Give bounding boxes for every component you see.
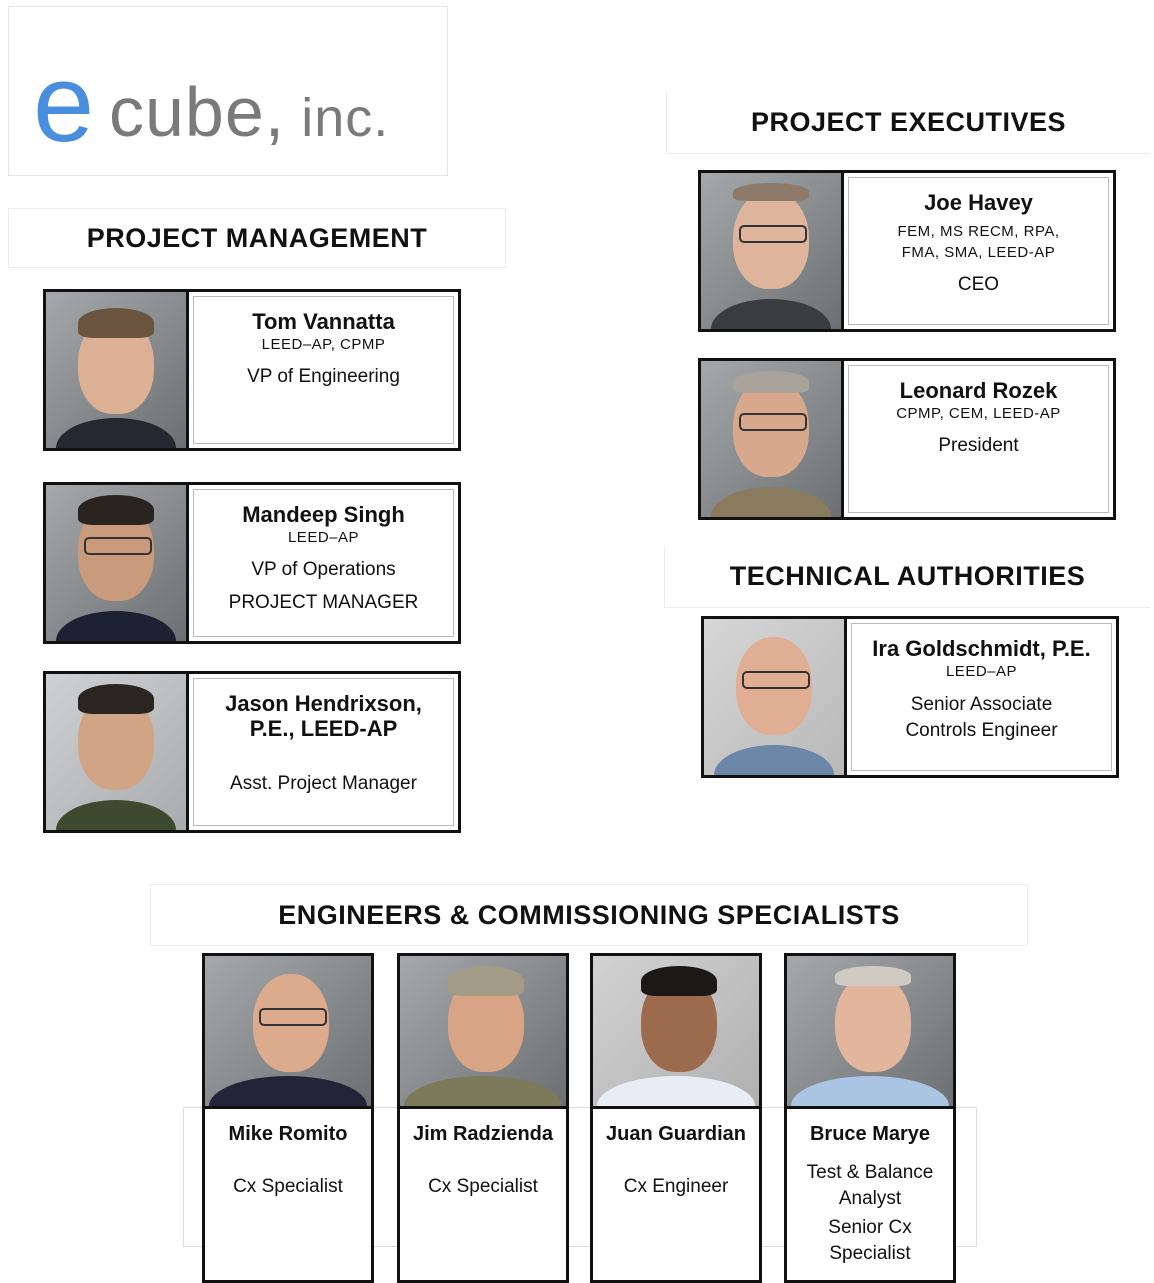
person-role-secondary: Controls Engineer xyxy=(905,719,1058,741)
person-info: Joe Havey FEM, MS RECM, RPA, FMA, SMA, L… xyxy=(848,177,1109,325)
person-photo xyxy=(46,292,189,448)
person-name: Bruce Marye xyxy=(809,1123,931,1145)
person-role: Cx Specialist xyxy=(428,1176,538,1197)
person-credentials: LEED–AP xyxy=(287,529,360,547)
person-photo xyxy=(704,619,847,775)
section-technical-authorities: TECHNICAL AUTHORITIES xyxy=(664,546,1150,608)
person-info: Jim Radzienda Cx Specialist xyxy=(400,1109,566,1200)
person-credentials: FEM, MS RECM, RPA, xyxy=(897,223,1060,241)
section-project-executives: PROJECT EXECUTIVES xyxy=(666,92,1150,154)
person-role: Test & Balance Analyst xyxy=(806,1162,934,1209)
person-card-jason-hendrixson: Jason Hendrixson, P.E., LEED-AP Asst. Pr… xyxy=(43,671,461,833)
person-name: Tom Vannatta xyxy=(252,309,395,334)
background-panel xyxy=(183,1107,977,1247)
person-name: Mike Romito xyxy=(228,1123,348,1145)
person-name: Jim Radzienda xyxy=(412,1123,554,1145)
person-name-line2: P.E., LEED-AP xyxy=(249,716,398,742)
person-role: Asst. Project Manager xyxy=(230,772,417,794)
person-name: Mandeep Singh xyxy=(242,502,405,527)
person-photo xyxy=(701,361,844,517)
person-photo xyxy=(400,956,566,1109)
person-card-juan-guardian: Juan Guardian Cx Engineer xyxy=(590,953,762,1283)
person-photo xyxy=(787,956,953,1109)
person-name: Joe Havey xyxy=(924,190,1033,215)
person-role-secondary: PROJECT MANAGER xyxy=(228,591,419,613)
person-card-mike-romito: Mike Romito Cx Specialist xyxy=(202,953,374,1283)
logo-wordmark: cube, inc. xyxy=(109,73,390,151)
logo-letter-e: e xyxy=(33,42,95,165)
person-role: President xyxy=(938,435,1019,457)
person-card-ira-goldschmidt: Ira Goldschmidt, P.E. LEED–AP Senior Ass… xyxy=(701,616,1119,778)
person-credentials: CPMP, CEM, LEED-AP xyxy=(896,405,1061,423)
person-photo xyxy=(701,173,844,329)
person-name: Jason Hendrixson, xyxy=(225,691,422,716)
person-card-bruce-marye: Bruce Marye Test & Balance Analyst Senio… xyxy=(784,953,956,1283)
section-engineers: ENGINEERS & COMMISSIONING SPECIALISTS xyxy=(150,884,1028,946)
person-info: Leonard Rozek CPMP, CEM, LEED-AP Preside… xyxy=(848,365,1109,513)
person-info: Mandeep Singh LEED–AP VP of Operations P… xyxy=(193,489,454,637)
company-logo: e cube, inc. xyxy=(8,6,448,176)
person-role: CEO xyxy=(957,274,1000,296)
person-photo xyxy=(593,956,759,1109)
person-name: Juan Guardian xyxy=(605,1123,747,1145)
section-project-management: PROJECT MANAGEMENT xyxy=(8,208,506,268)
person-card-leonard-rozek: Leonard Rozek CPMP, CEM, LEED-AP Preside… xyxy=(698,358,1116,520)
person-role-secondary: Senior Cx Specialist xyxy=(828,1217,912,1264)
person-credentials: LEED–AP, CPMP xyxy=(261,336,386,354)
person-role: Cx Engineer xyxy=(623,1176,729,1197)
person-card-jim-radzienda: Jim Radzienda Cx Specialist xyxy=(397,953,569,1283)
person-name: Leonard Rozek xyxy=(899,378,1058,403)
person-info: Bruce Marye Test & Balance Analyst Senio… xyxy=(787,1109,953,1267)
person-info: Juan Guardian Cx Engineer xyxy=(593,1109,759,1200)
person-card-tom-vannatta: Tom Vannatta LEED–AP, CPMP VP of Enginee… xyxy=(43,289,461,451)
person-info: Tom Vannatta LEED–AP, CPMP VP of Enginee… xyxy=(193,296,454,444)
person-card-mandeep-singh: Mandeep Singh LEED–AP VP of Operations P… xyxy=(43,482,461,644)
person-info: Mike Romito Cx Specialist xyxy=(205,1109,371,1200)
person-name: Ira Goldschmidt, P.E. xyxy=(872,636,1091,661)
person-info: Ira Goldschmidt, P.E. LEED–AP Senior Ass… xyxy=(851,623,1112,771)
person-photo xyxy=(46,674,189,830)
person-role: VP of Engineering xyxy=(247,366,400,388)
person-role: Senior Associate xyxy=(910,694,1053,716)
person-role: Cx Specialist xyxy=(233,1176,343,1197)
person-info: Jason Hendrixson, P.E., LEED-AP Asst. Pr… xyxy=(193,678,454,826)
person-photo xyxy=(205,956,371,1109)
person-photo xyxy=(46,485,189,641)
person-credentials-line2: FMA, SMA, LEED-AP xyxy=(901,244,1056,262)
person-card-joe-havey: Joe Havey FEM, MS RECM, RPA, FMA, SMA, L… xyxy=(698,170,1116,332)
person-role: VP of Operations xyxy=(251,559,396,581)
person-credentials: LEED–AP xyxy=(945,663,1018,681)
